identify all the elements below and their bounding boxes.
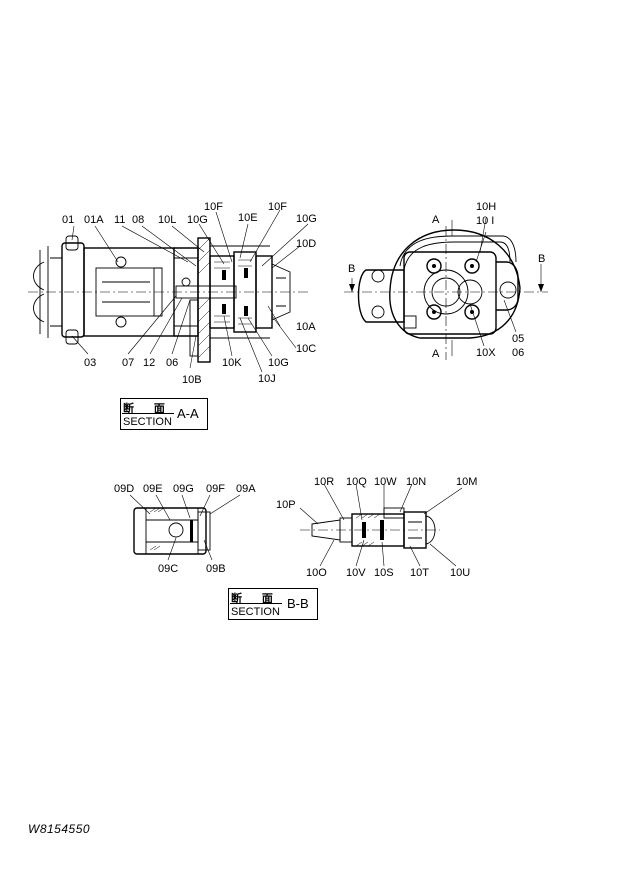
callout-09d: 09D bbox=[114, 483, 134, 495]
callout-08: 08 bbox=[132, 214, 144, 226]
callout-10g-top: 10G bbox=[187, 214, 208, 226]
callout-09e: 09E bbox=[143, 483, 163, 495]
callout-10v: 10V bbox=[346, 567, 366, 579]
callout-06: 06 bbox=[166, 357, 178, 369]
callout-10f-right: 10F bbox=[268, 201, 287, 213]
callout-03: 03 bbox=[84, 357, 96, 369]
callout-11: 11 bbox=[114, 214, 125, 226]
section-label-bb-word: SECTION bbox=[231, 606, 280, 618]
figure-id: W8154550 bbox=[28, 822, 91, 836]
callout-09c: 09C bbox=[158, 563, 178, 575]
detail-09-leaders bbox=[129, 494, 241, 561]
detail-09-drawing bbox=[133, 507, 211, 555]
marker-b-left: B bbox=[348, 263, 355, 275]
callout-10a: 10A bbox=[296, 321, 316, 333]
section-markers: A A B B bbox=[348, 214, 545, 360]
end-view-callouts: 10H 10 I 05 06 10X bbox=[476, 201, 524, 359]
callout-09a: 09A bbox=[236, 483, 256, 495]
callout-10j: 10J bbox=[258, 373, 276, 385]
callout-10x: 10X bbox=[476, 347, 496, 359]
callout-10s: 10S bbox=[374, 567, 394, 579]
callout-10g-right: 10G bbox=[296, 213, 317, 225]
section-aa-callouts: 01 01A 11 08 10L 10G 10F 10E 10F 10G 10D… bbox=[62, 201, 317, 386]
callout-10n: 10N bbox=[406, 476, 426, 488]
callout-07: 07 bbox=[122, 357, 134, 369]
callout-10u: 10U bbox=[450, 567, 470, 579]
section-aa-leaders bbox=[71, 209, 309, 373]
section-label-bb: 断 面 SECTION B-B bbox=[228, 588, 318, 620]
callout-10l: 10L bbox=[158, 214, 176, 226]
section-label-aa-kanji: 断 面 bbox=[123, 402, 173, 415]
callout-10e: 10E bbox=[238, 212, 258, 224]
marker-a-bottom: A bbox=[432, 348, 440, 360]
callout-09g: 09G bbox=[173, 483, 194, 495]
callout-10t: 10T bbox=[410, 567, 429, 579]
callout-09f: 09F bbox=[206, 483, 225, 495]
callout-10r: 10R bbox=[314, 476, 334, 488]
section-label-aa: 断 面 SECTION A-A bbox=[120, 398, 208, 430]
marker-b-right: B bbox=[538, 253, 545, 265]
callout-10p: 10P bbox=[276, 499, 296, 511]
section-label-bb-underline bbox=[230, 603, 282, 604]
marker-a-top: A bbox=[432, 214, 440, 226]
detail-09-callouts: 09D 09E 09G 09F 09A 09C 09B bbox=[114, 483, 256, 575]
section-aa-drawing bbox=[28, 235, 310, 363]
section-label-aa-word: SECTION bbox=[123, 416, 172, 428]
end-view-leaders bbox=[469, 217, 517, 347]
callout-09b: 09B bbox=[206, 563, 226, 575]
callout-10o: 10O bbox=[306, 567, 327, 579]
section-label-bb-tag: B-B bbox=[287, 596, 309, 611]
callout-10g-bottom: 10G bbox=[268, 357, 289, 369]
callout-10k: 10K bbox=[222, 357, 242, 369]
callout-10d: 10D bbox=[296, 238, 316, 250]
callout-10h: 10H bbox=[476, 201, 496, 213]
section-label-bb-kanji: 断 面 bbox=[231, 592, 281, 605]
callout-10f-left: 10F bbox=[204, 201, 223, 213]
callout-06-right: 06 bbox=[512, 347, 524, 359]
section-label-aa-underline bbox=[122, 413, 174, 414]
callout-12: 12 bbox=[143, 357, 155, 369]
section-label-aa-tag: A-A bbox=[177, 406, 199, 421]
section-bb-drawing bbox=[300, 507, 440, 549]
end-view-drawing bbox=[344, 226, 548, 360]
callout-05: 05 bbox=[512, 333, 524, 345]
callout-10m: 10M bbox=[456, 476, 477, 488]
callout-01a: 01A bbox=[84, 214, 104, 226]
section-bb-leaders bbox=[299, 483, 463, 567]
callout-10w: 10W bbox=[374, 476, 397, 488]
callout-10q: 10Q bbox=[346, 476, 367, 488]
callout-10i: 10 I bbox=[476, 215, 494, 227]
section-bb-callouts: 10R 10Q 10W 10N 10M 10P 10O 10V 10S 10T … bbox=[276, 476, 477, 579]
callout-10b: 10B bbox=[182, 374, 202, 386]
callout-10c: 10C bbox=[296, 343, 316, 355]
callout-01: 01 bbox=[62, 214, 74, 226]
